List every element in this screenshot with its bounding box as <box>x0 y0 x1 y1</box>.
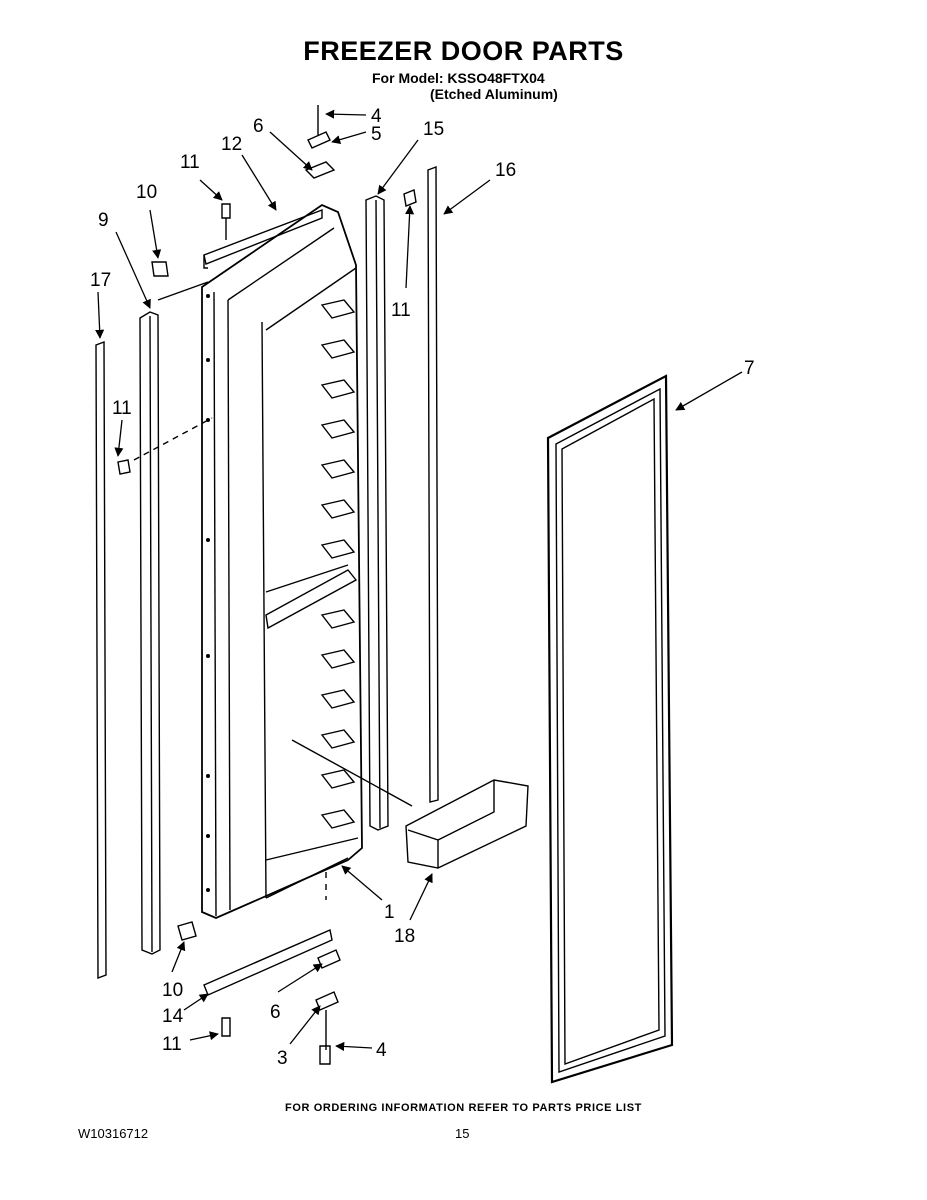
callout-10-top: 10 <box>136 182 157 203</box>
callout-1: 1 <box>384 902 395 923</box>
liner-side-holes <box>206 294 210 892</box>
top-hinge-pieces <box>304 105 336 179</box>
trim-leader-line <box>157 281 209 301</box>
right-trim-strip <box>365 195 389 831</box>
page-title: FREEZER DOOR PARTS <box>303 36 624 66</box>
callout-11-bottom: 11 <box>162 1034 182 1055</box>
left-trim-strip <box>139 311 161 955</box>
callout-arrows <box>95 109 743 1051</box>
callout-3: 3 <box>277 1048 288 1069</box>
callout-9: 9 <box>98 210 109 231</box>
ordering-note: FOR ORDERING INFORMATION REFER TO PARTS … <box>285 1102 642 1114</box>
callout-17: 17 <box>90 270 111 291</box>
door-panel <box>546 374 674 1084</box>
left-outer-trim <box>95 340 107 980</box>
door-handle <box>405 779 529 869</box>
callout-11-top: 11 <box>180 152 200 173</box>
handle-leader-line <box>291 739 413 807</box>
screw-icons <box>117 189 417 1065</box>
inner-door-liner <box>201 203 363 919</box>
finish-line: (Etched Aluminum) <box>430 86 558 102</box>
callout-4-top: 4 <box>371 106 382 127</box>
right-outer-trim <box>427 165 439 803</box>
callout-7: 7 <box>744 358 755 379</box>
callout-11-left: 11 <box>112 398 132 419</box>
clip-icons <box>151 261 197 941</box>
callout-14: 14 <box>162 1006 184 1027</box>
screw-alignment-line <box>133 417 213 461</box>
callout-18: 18 <box>394 926 415 947</box>
model-line: For Model: KSSO48FTX04 <box>372 70 545 86</box>
callout-12: 12 <box>221 134 242 155</box>
bottom-hinge-bracket <box>203 929 333 996</box>
page-number: 15 <box>455 1126 470 1141</box>
callout-4-bottom: 4 <box>376 1040 387 1061</box>
callout-15: 15 <box>423 119 444 140</box>
top-hinge-bracket <box>203 208 323 269</box>
callout-11-right: 11 <box>391 300 411 321</box>
liner-shelf-ribs <box>320 299 356 829</box>
callout-6-top: 6 <box>253 116 264 137</box>
callout-10-bottom: 10 <box>162 980 183 1001</box>
document-number: W10316712 <box>78 1126 149 1141</box>
callout-16: 16 <box>495 160 516 181</box>
callout-5: 5 <box>371 124 382 145</box>
callout-6-bottom: 6 <box>270 1002 281 1023</box>
